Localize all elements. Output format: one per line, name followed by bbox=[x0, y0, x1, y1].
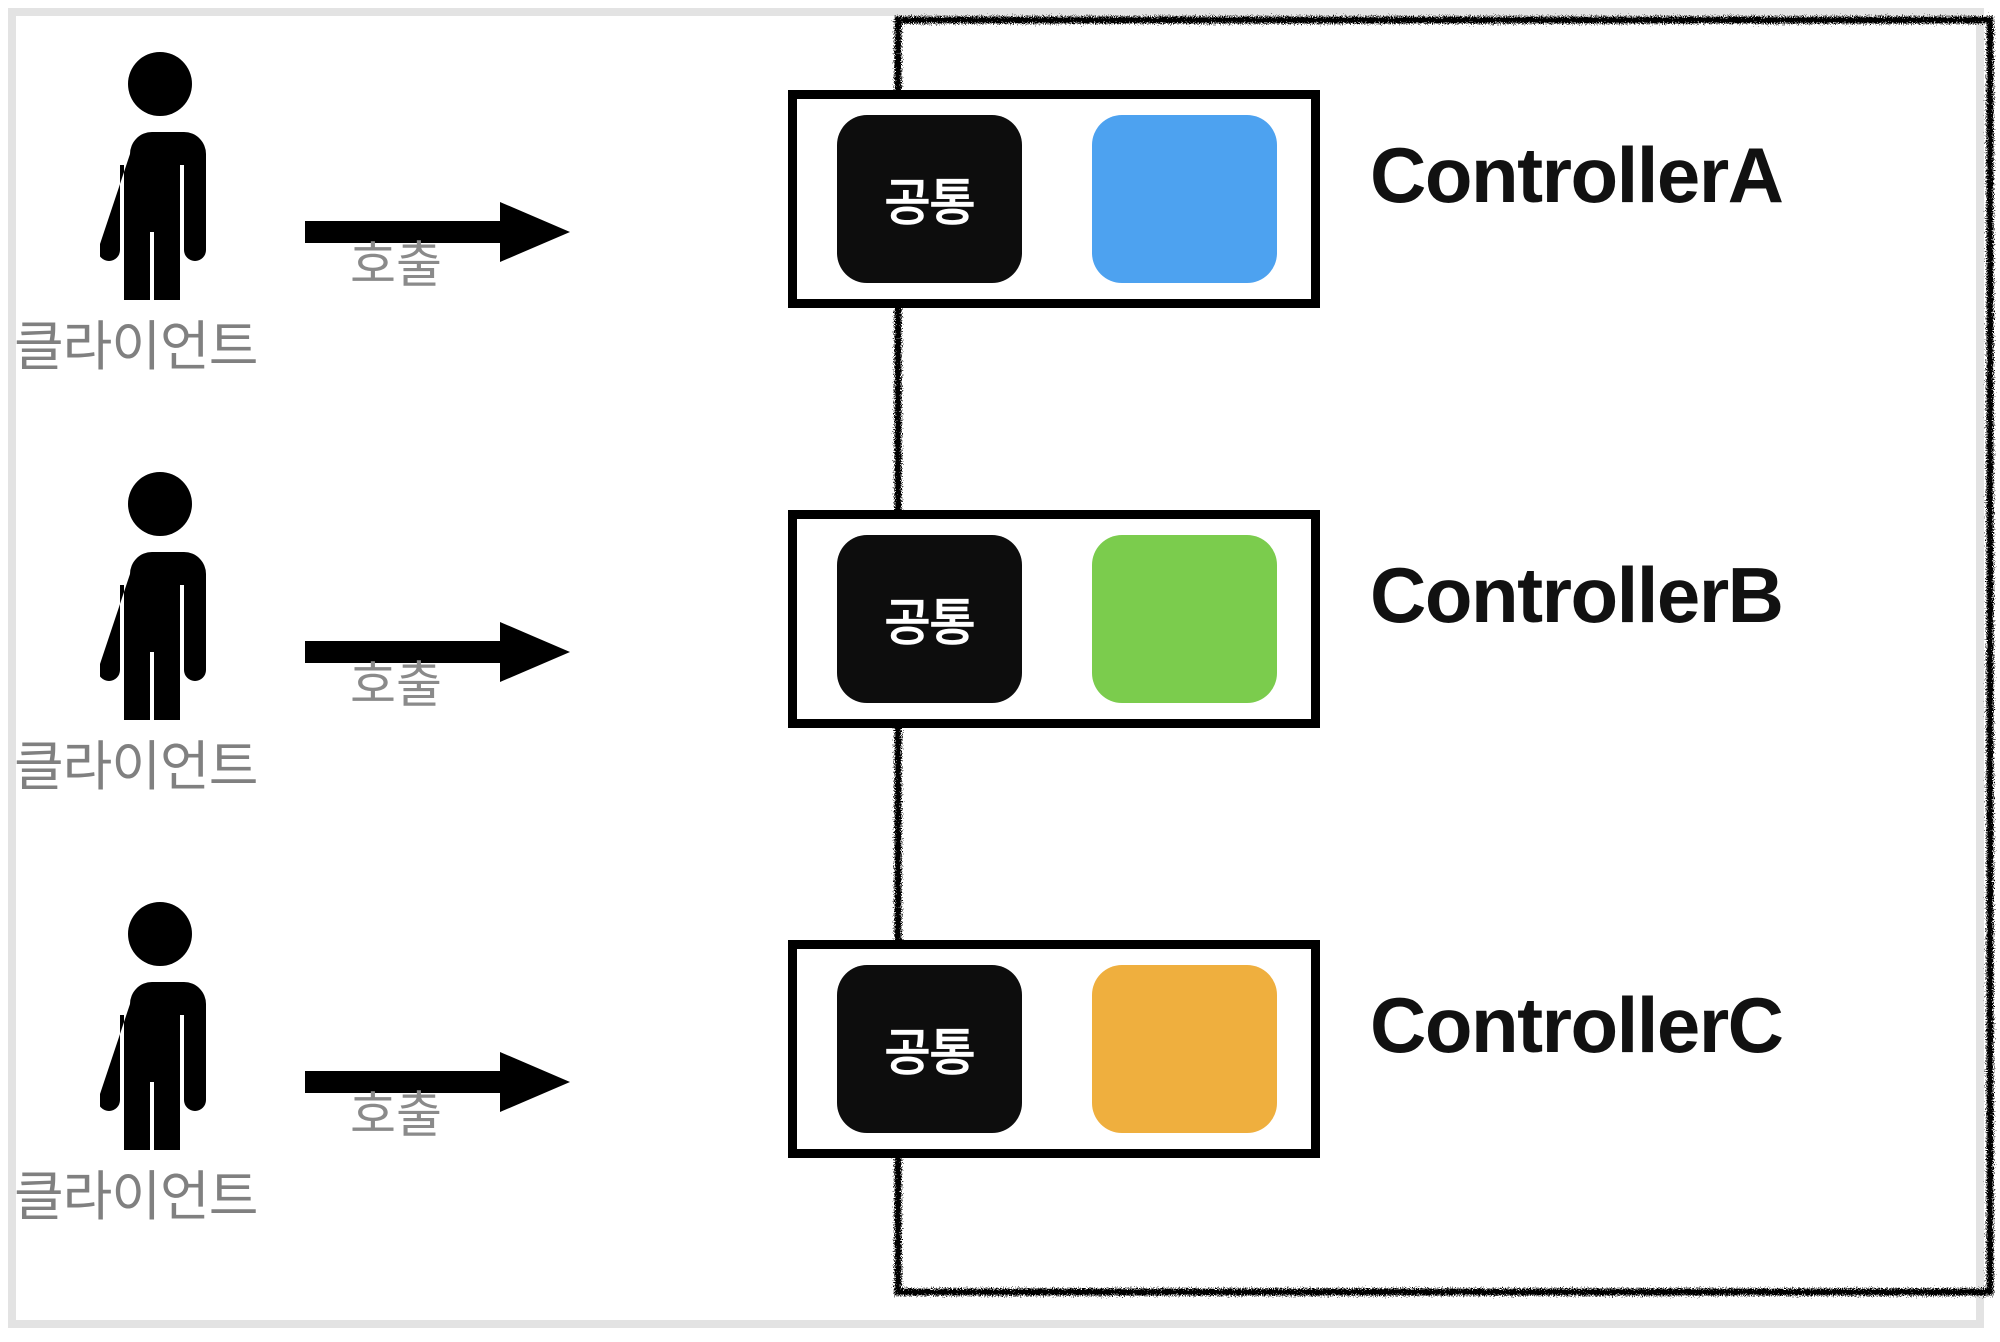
controller-accent-chip[interactable] bbox=[1092, 535, 1277, 703]
common-chip-label: 공통 bbox=[884, 1024, 976, 1082]
client-person-icon bbox=[100, 900, 220, 1150]
common-module-chip[interactable]: 공통 bbox=[837, 115, 1022, 283]
call-label: 호출 bbox=[350, 1086, 442, 1144]
common-module-chip[interactable]: 공통 bbox=[837, 535, 1022, 703]
client-label: 클라이언트 bbox=[14, 315, 258, 378]
common-chip-label: 공통 bbox=[884, 174, 976, 232]
call-label: 호출 bbox=[350, 656, 442, 714]
call-arrow-icon bbox=[305, 608, 570, 698]
controller-module-box[interactable]: 공통 bbox=[788, 940, 1320, 1158]
controller-name-label: ControllerB bbox=[1370, 551, 1784, 639]
controller-row: 클라이언트 호출 공통 ControllerB bbox=[0, 440, 2000, 860]
controller-name-label: ControllerC bbox=[1370, 981, 1784, 1069]
call-arrow-icon bbox=[305, 1038, 570, 1128]
client-person-icon bbox=[100, 50, 220, 300]
call-label: 호출 bbox=[350, 236, 442, 294]
call-arrow-icon bbox=[305, 188, 570, 278]
common-chip-label: 공통 bbox=[884, 594, 976, 652]
client-label: 클라이언트 bbox=[14, 1165, 258, 1228]
client-label: 클라이언트 bbox=[14, 735, 258, 798]
controller-row: 클라이언트 호출 공통 ControllerA bbox=[0, 20, 2000, 440]
common-module-chip[interactable]: 공통 bbox=[837, 965, 1022, 1133]
controller-row: 클라이언트 호출 공통 ControllerC bbox=[0, 870, 2000, 1290]
controller-accent-chip[interactable] bbox=[1092, 965, 1277, 1133]
controller-module-box[interactable]: 공통 bbox=[788, 90, 1320, 308]
client-person-icon bbox=[100, 470, 220, 720]
controller-module-box[interactable]: 공통 bbox=[788, 510, 1320, 728]
controller-name-label: ControllerA bbox=[1370, 131, 1784, 219]
controller-accent-chip[interactable] bbox=[1092, 115, 1277, 283]
